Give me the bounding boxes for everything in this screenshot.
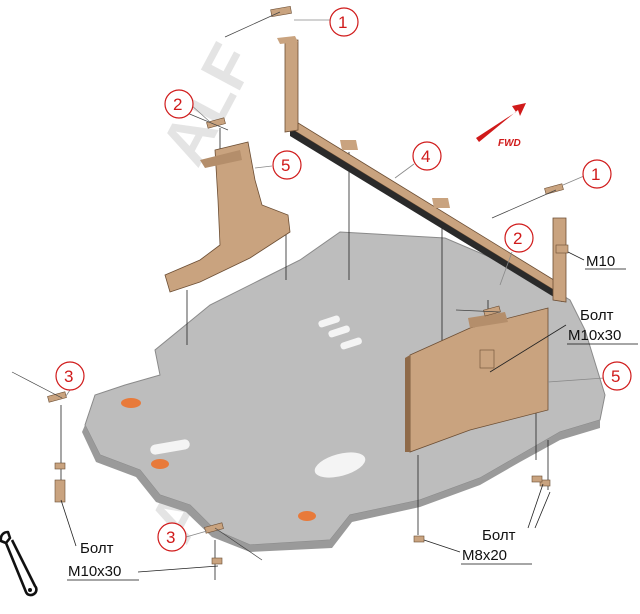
- callout-number: 1: [591, 165, 600, 184]
- callout-1-right: 1: [562, 159, 612, 189]
- assembly-lines: [60, 128, 549, 580]
- callout-3-bottom: 3: [157, 522, 208, 552]
- callout-5-left: 5: [254, 150, 302, 180]
- bolt-m10x30-right: M10x30: [568, 327, 621, 344]
- drain-pad: [121, 398, 141, 408]
- fwd-arrow: FWD: [476, 103, 526, 149]
- crossbar: [277, 36, 567, 303]
- wrench-icon: [0, 530, 38, 597]
- callout-number: 3: [166, 528, 175, 547]
- fwd-label: FWD: [498, 138, 521, 149]
- callout-number: 5: [281, 156, 290, 175]
- nut-m10-label: M10: [586, 253, 615, 270]
- callout-2-left: 2: [164, 89, 211, 123]
- callout-number: 2: [173, 95, 182, 114]
- hardware: [47, 5, 569, 565]
- callout-2-right: 2: [499, 223, 534, 286]
- bolt-word-bottom-left: Болт: [80, 540, 114, 557]
- callout-1-top: 1: [294, 7, 359, 37]
- callout-number: 1: [338, 13, 347, 32]
- drain-pad: [298, 511, 316, 521]
- callout-number: 2: [513, 229, 522, 248]
- left-bracket: [164, 141, 291, 293]
- callout-4: 4: [394, 141, 442, 179]
- callout-3-left: 3: [55, 361, 85, 397]
- bolt-m8x20-label: M8x20: [462, 547, 507, 564]
- bolt-word-bottom-right: Болт: [482, 527, 516, 544]
- bolt-word-right: Болт: [580, 307, 614, 324]
- right-bracket: [405, 307, 549, 453]
- bolt-m10x30-left: M10x30: [68, 563, 121, 580]
- callouts: 1 2 5 4 1 2 5: [55, 7, 632, 552]
- callout-number: 4: [421, 147, 430, 166]
- drain-pad: [151, 459, 169, 469]
- callout-5-right: 5: [547, 361, 632, 391]
- callout-number: 5: [611, 367, 620, 386]
- label-leaders: [60, 251, 585, 573]
- callout-number: 3: [64, 367, 73, 386]
- skid-plate: [82, 231, 606, 552]
- hardware-labels: M10 Болт M10x30 Болт M8x20 Болт M10x30: [67, 253, 638, 581]
